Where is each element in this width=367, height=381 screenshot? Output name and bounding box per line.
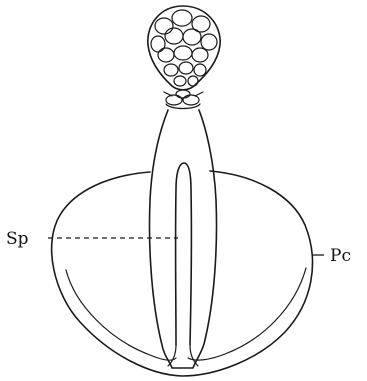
pericarp-outline [52,171,313,376]
cellular-head [148,6,220,90]
pc-label: Pc [330,246,351,266]
inner-slit [176,163,192,345]
neck-cells [164,90,203,109]
pericarp-inner-rim-right [188,268,306,360]
sp-label: Sp [6,229,29,249]
slit-base-right [190,345,198,366]
stalk-outer [150,110,217,368]
pericarp-inner-rim [66,270,176,360]
